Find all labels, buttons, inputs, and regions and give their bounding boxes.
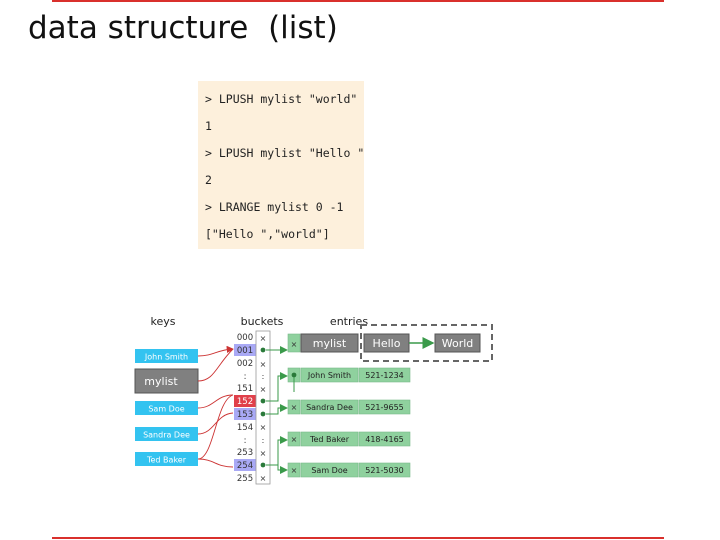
bucket-label: 151: [237, 384, 253, 394]
bucket-label: 253: [237, 448, 253, 458]
entry-ted-baker: × Ted Baker 418-4165: [287, 431, 411, 447]
bottom-rule: [52, 537, 664, 539]
pointer-dot-icon: [260, 462, 266, 468]
bucket-label: 255: [237, 474, 253, 484]
bucket-label: 001: [237, 346, 253, 356]
entry-name: John Smith: [307, 371, 351, 380]
pointer-dot-icon: [260, 347, 266, 353]
null-pointer-icon: ×: [291, 466, 298, 475]
top-rule: [52, 0, 664, 2]
bucket-label: :: [244, 372, 247, 382]
code-line: > LRANGE mylist 0 -1: [205, 200, 344, 214]
slide-title: data structure (list): [28, 10, 338, 46]
bucket-label: 254: [237, 461, 253, 471]
code-example-panel: > LPUSH mylist "world" 1 > LPUSH mylist …: [198, 81, 364, 249]
key-ted-baker: Ted Baker: [135, 452, 198, 466]
null-pointer-icon: ×: [260, 360, 267, 369]
entry-john-smith: John Smith 521-1234: [287, 367, 411, 383]
bucket-label: 000: [237, 333, 253, 343]
entry-mylist: × mylist: [287, 333, 359, 353]
list-node-value: Hello: [373, 337, 401, 350]
bucket-label: 152: [237, 397, 253, 407]
key-sam-doe: Sam Doe: [135, 401, 198, 415]
null-pointer-icon: ×: [260, 385, 267, 394]
key-john-smith: John Smith: [135, 349, 198, 363]
code-line: ["Hello ","world"]: [205, 227, 330, 241]
null-pointer-icon: ×: [291, 340, 298, 349]
bucket-column: [234, 330, 271, 485]
key-label: mylist: [144, 375, 178, 388]
code-line: > LPUSH mylist "world": [205, 92, 358, 106]
entry-name: Ted Baker: [309, 435, 350, 444]
entry-name: Sandra Dee: [306, 403, 353, 412]
svg-text::: :: [262, 436, 265, 445]
hash-links: [197, 345, 234, 468]
pointer-dot-icon: [260, 411, 266, 417]
entry-value: 418-4165: [365, 435, 404, 444]
bucket-label: 002: [237, 359, 253, 369]
svg-text::: :: [262, 372, 265, 381]
list-node-hello: Hello: [363, 333, 410, 353]
key-label: Sandra Dee: [143, 431, 190, 440]
null-pointer-icon: ×: [260, 474, 267, 483]
bucket-links: [266, 346, 288, 474]
list-node-world: World: [434, 333, 481, 353]
entry-value: 521-5030: [365, 466, 404, 475]
null-pointer-icon: ×: [260, 449, 267, 458]
null-pointer-icon: ×: [260, 334, 267, 343]
entry-name: Sam Doe: [311, 466, 347, 475]
bucket-label: 153: [237, 410, 253, 420]
key-label: Sam Doe: [148, 405, 184, 414]
key-mylist: mylist: [134, 368, 199, 394]
pointer-dot-icon: [291, 372, 297, 378]
entry-name: mylist: [313, 337, 347, 350]
null-pointer-icon: ×: [291, 435, 298, 444]
code-line: 2: [205, 173, 212, 187]
pointer-dot-icon: [260, 398, 266, 404]
code-line: > LPUSH mylist "Hello ": [205, 146, 365, 160]
key-label: John Smith: [144, 353, 188, 362]
null-pointer-icon: ×: [260, 423, 267, 432]
key-sandra-dee: Sandra Dee: [135, 427, 198, 441]
entry-value: 521-1234: [365, 371, 404, 380]
list-node-value: World: [442, 337, 474, 350]
keys-header: keys: [151, 315, 176, 328]
code-line: 1: [205, 119, 212, 133]
entry-sam-doe: × Sam Doe 521-5030: [287, 462, 411, 478]
entries-header: entries: [330, 315, 368, 328]
entry-sandra-dee: × Sandra Dee 521-9655: [287, 399, 411, 415]
entry-value: 521-9655: [365, 403, 404, 412]
null-pointer-icon: ×: [291, 403, 298, 412]
bucket-label: :: [244, 436, 247, 446]
buckets-header: buckets: [241, 315, 284, 328]
key-label: Ted Baker: [146, 456, 187, 465]
list-highlight-dashed-box: [360, 324, 493, 362]
bucket-label: 154: [237, 423, 253, 433]
